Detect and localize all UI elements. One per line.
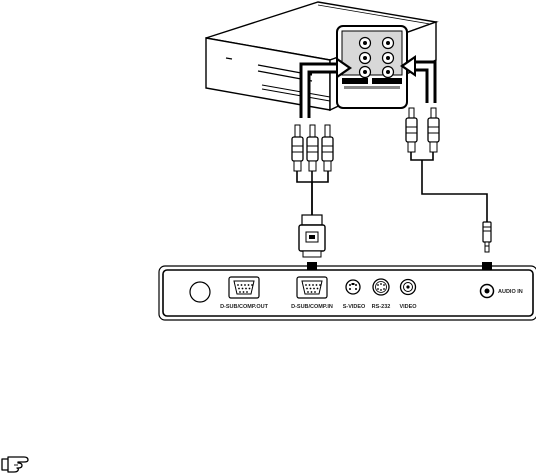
video-port xyxy=(401,280,416,295)
label-audio-in: AUDIO IN xyxy=(498,289,523,295)
svideo-port xyxy=(346,280,360,294)
jack-y-left xyxy=(360,38,371,49)
jack-pb-left xyxy=(360,53,371,64)
jack-pr-left xyxy=(360,67,371,78)
component-video-cable xyxy=(292,125,333,257)
panel-round-fixture xyxy=(190,282,210,302)
label-video: VIDEO xyxy=(399,304,417,310)
pointing-hand-note-icon xyxy=(2,457,28,472)
label-dsub-out: D-SUB/COMP.OUT xyxy=(220,304,269,310)
audio-rca-plug-right xyxy=(428,108,439,152)
mini-jack-plug xyxy=(483,222,491,252)
rca-plug-middle xyxy=(307,125,318,171)
audio-rca-plug-left xyxy=(406,108,417,152)
rs232-port xyxy=(373,279,389,295)
jack-audio-l xyxy=(383,53,394,64)
jack-audio-top xyxy=(383,38,394,49)
audio-cable xyxy=(406,108,491,252)
label-rs232: RS-232 xyxy=(372,304,391,310)
rca-plug-right xyxy=(322,125,333,171)
label-svideo: S-VIDEO xyxy=(343,304,366,310)
label-dsub-in: D-SUB/COMP.IN xyxy=(291,304,333,310)
dsub-out-port xyxy=(229,277,259,298)
jack-audio-r xyxy=(383,67,394,78)
dsub-in-port xyxy=(297,277,327,298)
audio-in-port xyxy=(481,285,494,298)
projector-rear-panel: D-SUB/COMP.OUT D-SUB/COMP.IN S-VIDEO RS-… xyxy=(159,266,536,320)
dsub-adapter-plug xyxy=(299,215,325,257)
rca-plug-left xyxy=(292,125,303,171)
